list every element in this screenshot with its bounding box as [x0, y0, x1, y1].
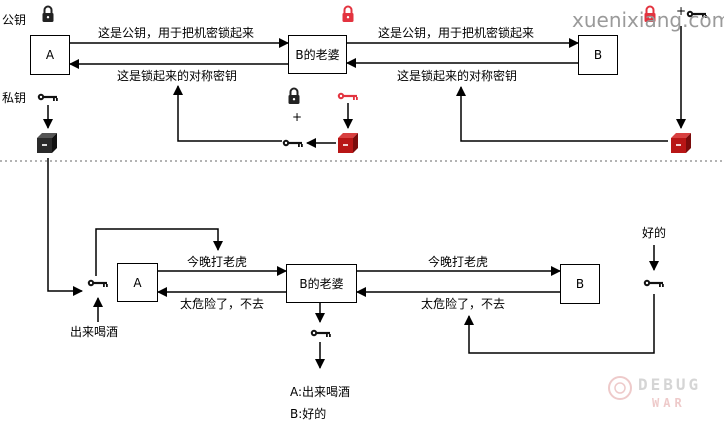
edge-label-top-wife-b: 这是公钥，用于把机密锁起来 [378, 26, 535, 40]
node-label: B [575, 277, 585, 291]
node-bot-b: B [560, 264, 600, 304]
lock-icon [341, 5, 355, 23]
arrow-top-middle-return [173, 85, 282, 142]
lock-icon [287, 87, 301, 105]
arrow-top-right-return [456, 86, 668, 142]
edge-label-bot-b-wife: 太危险了，不去 [421, 297, 506, 311]
arrow-box-to-bottom [47, 158, 83, 296]
edge-label-top-wife-a: 这是锁起来的对称密钥 [117, 69, 238, 83]
key-icon [87, 279, 108, 287]
lock-icon [41, 5, 55, 23]
ok-label: 好的 [642, 226, 667, 240]
locked-box-icon [671, 133, 691, 153]
arrow-bottom-loop [95, 228, 223, 276]
key-icon [282, 139, 303, 147]
edge-label-top-a-wife: 这是公钥，用于把机密锁起来 [98, 26, 255, 40]
plus-sign: + [292, 110, 303, 124]
node-top-a: A [30, 35, 70, 75]
edge-label-bot-wife-a: 太危险了，不去 [180, 297, 265, 311]
result-b-label: B:好的 [290, 407, 327, 421]
node-label: A [133, 275, 142, 290]
debugwar-watermark: DEBUG WAR [608, 375, 701, 410]
key-icon [310, 329, 331, 337]
plus-sign: + [676, 4, 687, 18]
edge-label-bot-wife-b: 今晚打老虎 [428, 255, 489, 269]
node-label: B的老婆 [295, 48, 340, 62]
node-top-wife: B的老婆 [288, 35, 347, 74]
watermark-debug-text: DEBUG [638, 375, 701, 394]
edge-label-top-b-wife: 这是锁起来的对称密钥 [397, 69, 518, 83]
public-key-label: 公钥 [2, 13, 27, 27]
node-label: A [45, 48, 55, 62]
locked-box-icon [37, 133, 57, 153]
node-label: B [593, 48, 603, 62]
drink-label: 出来喝酒 [70, 325, 119, 339]
node-bot-a: A [117, 263, 158, 302]
edge-label-bot-a-wife: 今晚打老虎 [187, 255, 248, 269]
key-icon [643, 279, 664, 287]
private-key-label: 私钥 [2, 91, 27, 105]
arrow-bottom-right-return [464, 294, 655, 354]
locked-box-icon [338, 133, 358, 153]
site-watermark: xuenixiang.com [572, 8, 724, 32]
key-icon [337, 92, 358, 100]
node-bot-wife: B的老婆 [286, 264, 357, 303]
key-icon [37, 93, 58, 101]
node-top-b: B [578, 35, 618, 75]
watermark-war-text: WAR [652, 396, 686, 410]
node-label: B的老婆 [299, 277, 344, 291]
result-a-label: A:出来喝酒 [290, 385, 351, 399]
